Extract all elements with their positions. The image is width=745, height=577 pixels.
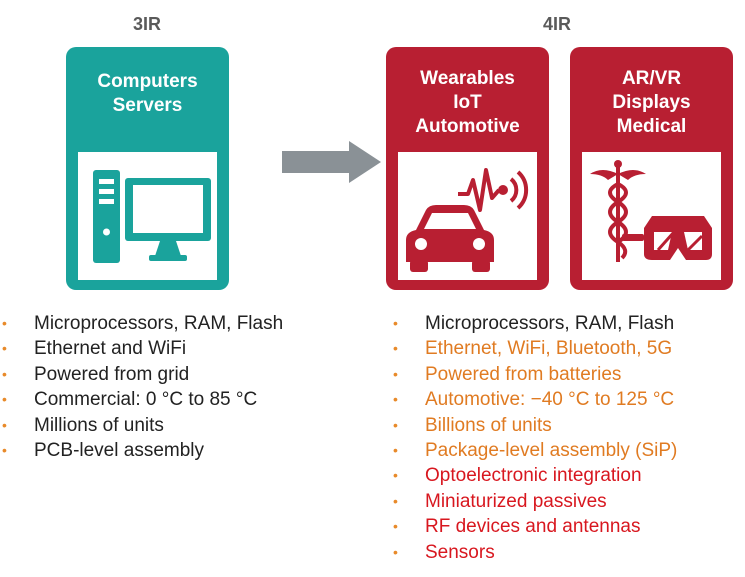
card-wearables-panel: [398, 152, 537, 280]
card-title-line: Displays: [612, 92, 691, 113]
card-title-line: Wearables: [420, 68, 515, 89]
bullet-dot-icon: •: [393, 518, 398, 535]
bullet-dot-icon: •: [2, 416, 7, 433]
bullet-text: Miniaturized passives: [425, 490, 607, 512]
bullet-text: Millions of units: [34, 414, 164, 436]
bullet-text: Ethernet, WiFi, Bluetooth, 5G: [425, 338, 673, 360]
bullet-dot-icon: •: [393, 315, 398, 331]
bullet-item: • Automotive: −40 °C to 125 °C: [391, 387, 677, 412]
bullet-text: PCB-level assembly: [34, 439, 204, 461]
era-label-3ir: 3IR: [133, 14, 162, 34]
bullet-item: • Powered from grid: [0, 362, 283, 387]
bullet-text: Package-level assembly (SiP): [425, 439, 678, 461]
card-arvr-title: AR/VR Displays Medical: [570, 67, 733, 139]
bullet-item: • Billions of units: [391, 413, 677, 438]
card-title-line: Computers: [97, 71, 198, 92]
bullet-dot-icon: •: [2, 340, 7, 357]
bullet-dot-icon: •: [393, 492, 398, 509]
bullet-text: Optoelectronic integration: [425, 465, 642, 487]
bullet-item: • Microprocessors, RAM, Flash: [391, 311, 677, 336]
left-bullet-list: • Microprocessors, RAM, Flash • Ethernet an…: [0, 311, 283, 463]
card-wearables: Wearables IoT Automotive: [386, 47, 549, 290]
bullet-text: Powered from batteries: [425, 363, 622, 385]
bullet-dot-icon: •: [393, 467, 398, 484]
bullet-item: • Ethernet, WiFi, Bluetooth, 5G: [391, 336, 677, 361]
bullet-item: • RF devices and antennas: [391, 514, 677, 539]
bullet-text: Microprocessors, RAM, Flash: [34, 313, 284, 334]
card-title-line: IoT: [453, 92, 482, 113]
era-label-4ir: 4IR: [543, 14, 572, 34]
card-wearables-title: Wearables IoT Automotive: [386, 67, 549, 139]
bullet-text: Sensors: [425, 541, 495, 563]
bullet-text: Billions of units: [425, 414, 552, 436]
bullet-text: Ethernet and WiFi: [34, 338, 187, 360]
bullet-item: • Package-level assembly (SiP): [391, 438, 677, 463]
bullet-text: RF devices and antennas: [425, 516, 641, 538]
bullet-item: • Powered from batteries: [391, 362, 677, 387]
desktop-computer-icon: [93, 170, 211, 263]
card-arvr-panel: [582, 152, 721, 280]
card-arvr: AR/VR Displays Medical: [570, 47, 733, 290]
bullet-item: • PCB-level assembly: [0, 438, 283, 463]
card-title-line: AR/VR: [621, 68, 682, 89]
bullet-dot-icon: •: [393, 340, 398, 357]
bullet-dot-icon: •: [393, 441, 398, 458]
bullet-dot-icon: •: [393, 543, 398, 560]
bullet-item: • Ethernet and WiFi: [0, 336, 283, 361]
card-computers: Computers Servers: [66, 47, 229, 290]
right-bullet-list: • Microprocessors, RAM, Flash • Ethernet, W…: [391, 311, 677, 565]
bullet-text: Automotive: −40 °C to 125 °C: [425, 389, 675, 411]
bullet-text: Microprocessors, RAM, Flash: [425, 313, 675, 334]
card-title-line: Automotive: [415, 116, 520, 137]
caduceus-and-vr-goggles-icon: [590, 160, 712, 262]
bullet-dot-icon: •: [2, 365, 7, 382]
bullet-dot-icon: •: [2, 391, 7, 408]
bullet-text: Commercial: 0 °C to 85 °C: [34, 389, 258, 411]
bullet-item: • Optoelectronic integration: [391, 463, 677, 488]
bullet-dot-icon: •: [393, 365, 398, 382]
bullet-item: • Microprocessors, RAM, Flash: [0, 311, 283, 336]
bullet-item: • Millions of units: [0, 413, 283, 438]
bullet-item: • Sensors: [391, 540, 677, 565]
bullet-dot-icon: •: [2, 315, 7, 331]
bullet-dot-icon: •: [2, 441, 7, 458]
bullet-item: • Miniaturized passives: [391, 489, 677, 514]
bullet-text: Powered from grid: [34, 363, 190, 385]
bullet-dot-icon: •: [393, 416, 398, 433]
card-computers-title: Computers Servers: [66, 70, 229, 118]
transition-arrow-icon: [282, 141, 381, 183]
card-computers-panel: [78, 152, 217, 280]
bullet-item: • Commercial: 0 °C to 85 °C: [0, 387, 283, 412]
card-title-line: Servers: [112, 95, 183, 116]
card-title-line: Medical: [616, 116, 687, 137]
car-and-signal-icon: [406, 168, 529, 272]
bullet-dot-icon: •: [393, 391, 398, 408]
